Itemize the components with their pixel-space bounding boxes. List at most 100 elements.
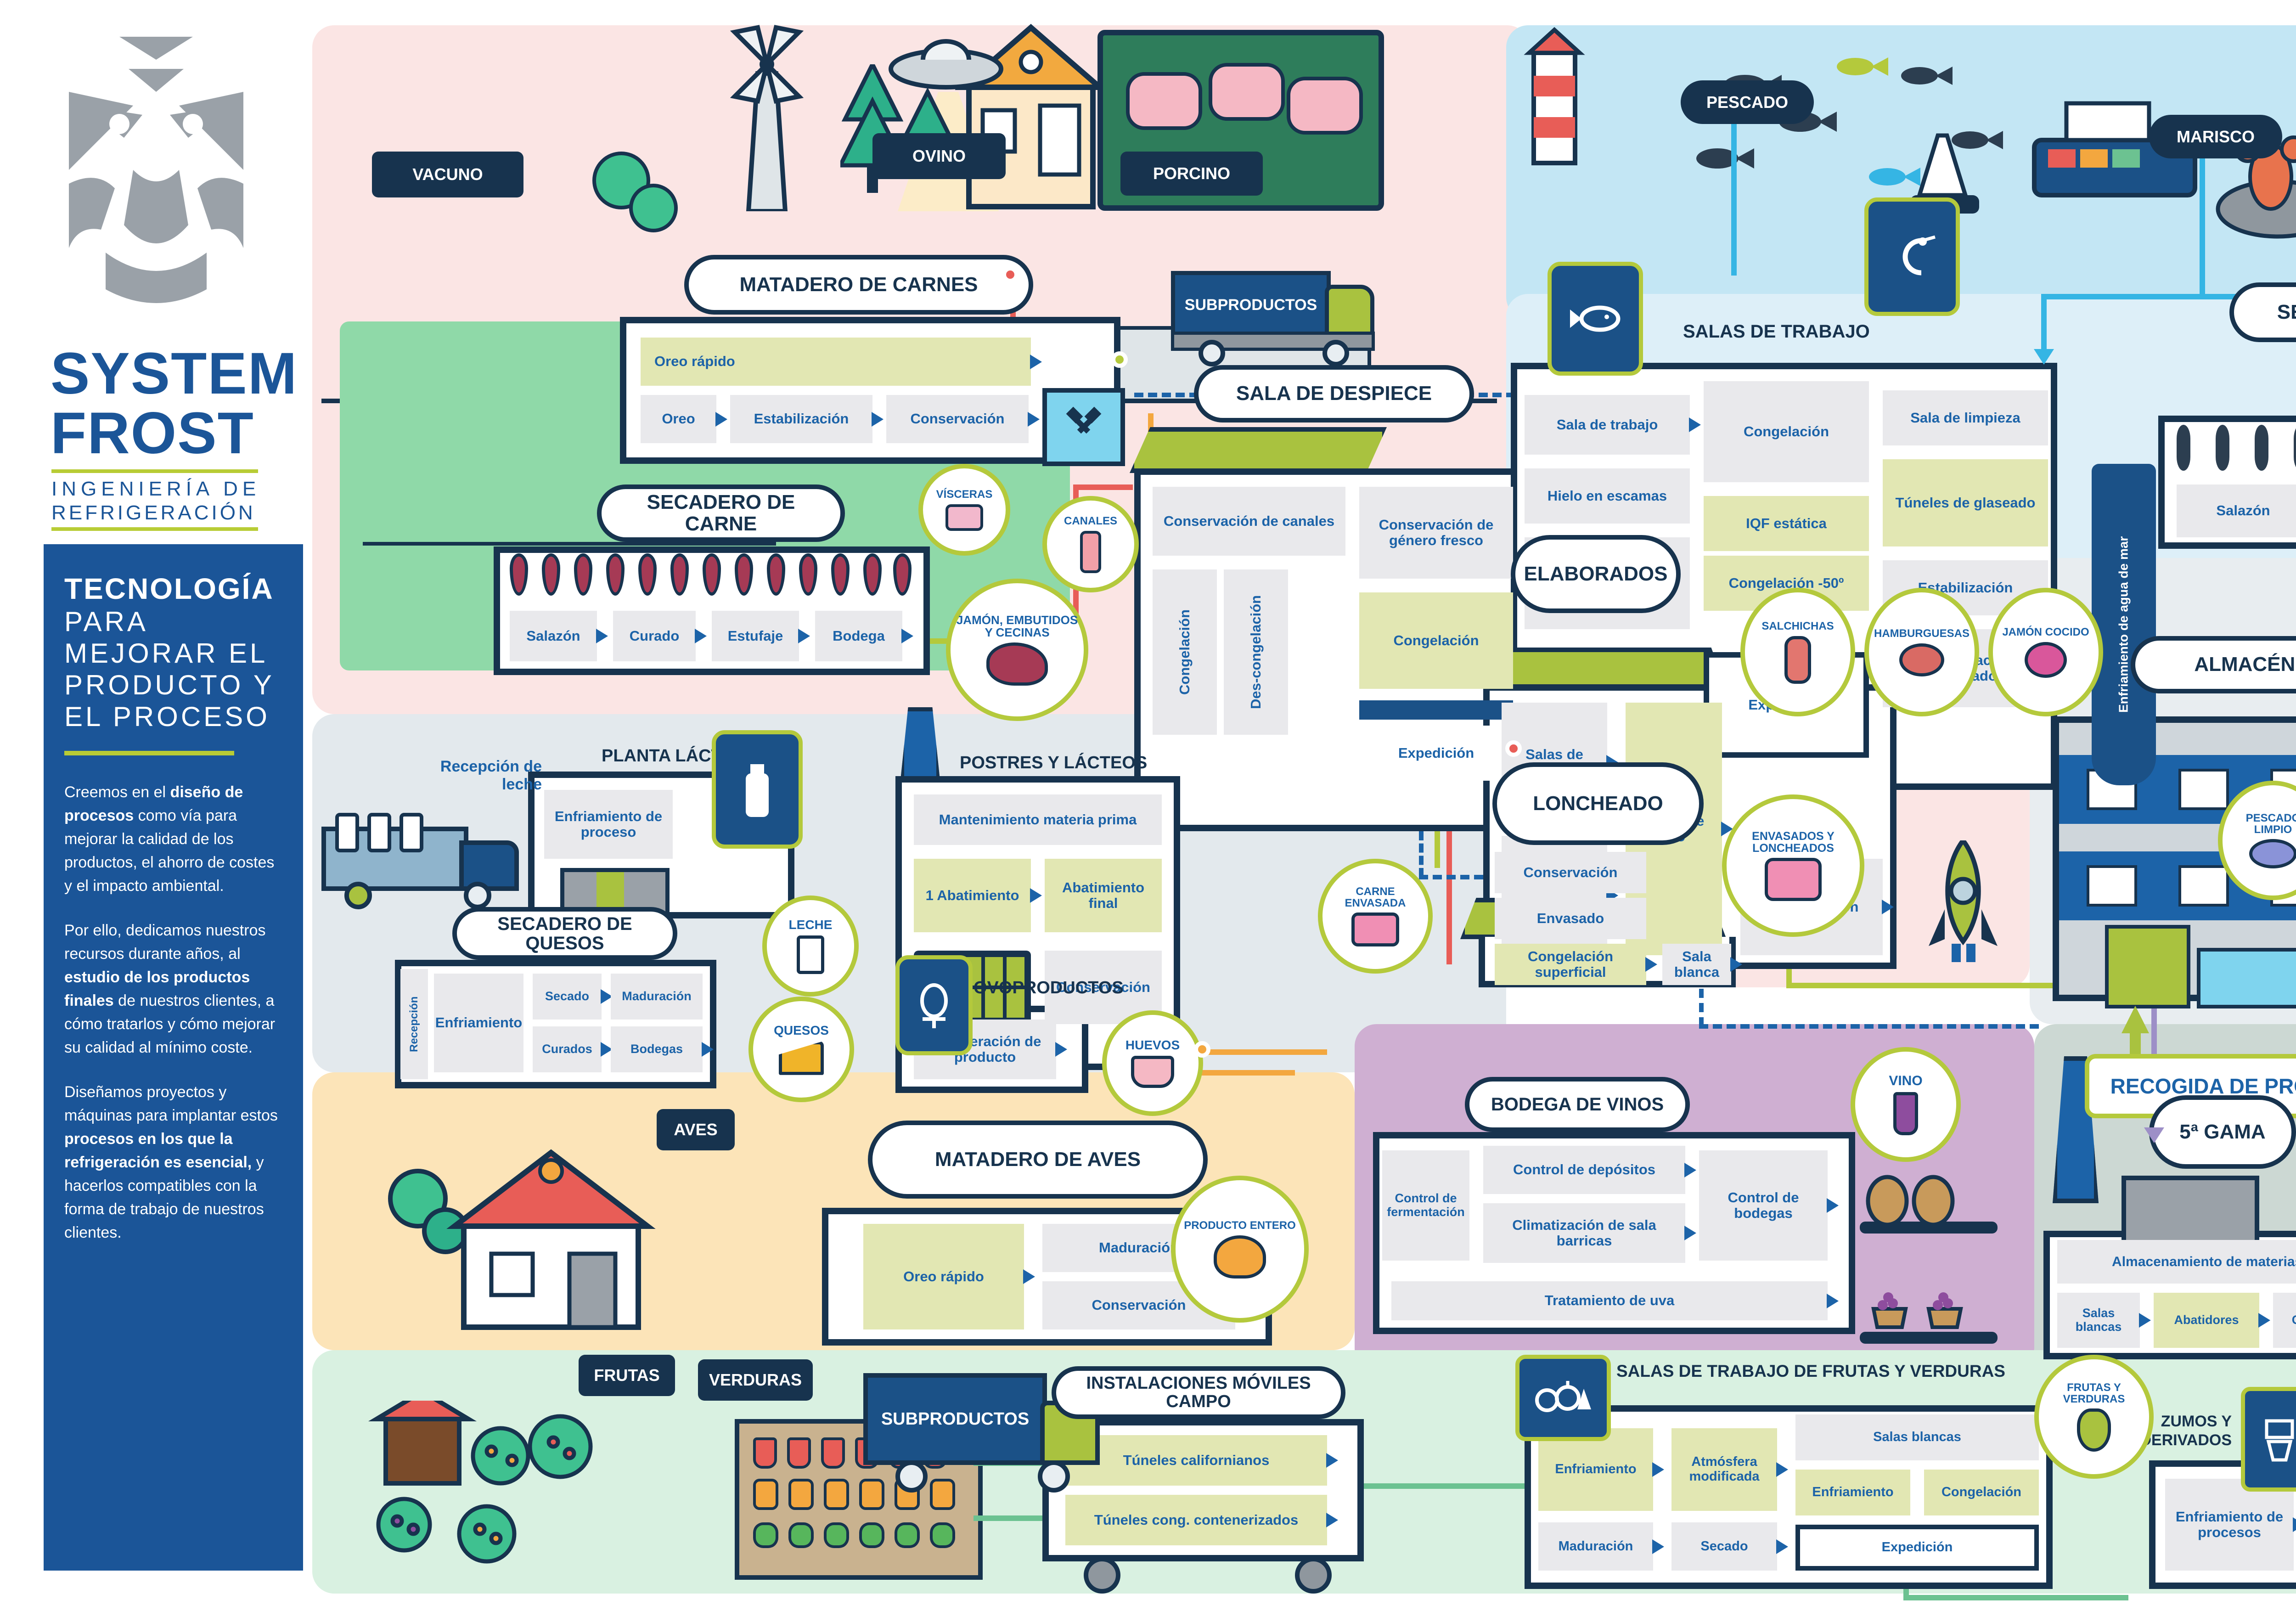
connector-arrow-purple — [2144, 1127, 2164, 1143]
egg-tile — [895, 955, 973, 1055]
step: Salazón — [2177, 484, 2296, 537]
badge-jamon: JAMÓN, EMBUTIDOS Y CECINAS — [946, 579, 1088, 721]
title-instalaciones: INSTALACIONES MÓVILES CAMPO — [1052, 1366, 1345, 1419]
panel-paragraph-3: Diseñamos proyectos y máquinas para impl… — [64, 1083, 278, 1241]
step-vertical: Recepción — [400, 969, 428, 1079]
step: Curados — [533, 1026, 613, 1072]
subproductos-truck: SUBPRODUCTOS — [1171, 271, 1387, 367]
step-vertical: Congelación — [1153, 569, 1217, 735]
barrels-conveyor — [1860, 1175, 1998, 1344]
step: Curado — [613, 611, 707, 661]
connector-dot-red — [1505, 740, 1522, 757]
leche-icon — [797, 935, 824, 974]
step: Control de fermentación — [1382, 1150, 1469, 1261]
label-recepcion-leche: Recepción de leche — [440, 758, 542, 794]
shrimp-icon-tile — [1864, 197, 1960, 316]
milk-truck-bed — [321, 813, 468, 891]
connector-orange — [1208, 1049, 1327, 1055]
title-secadero-quesos: SECADERO DE QUESOS — [452, 907, 677, 960]
sidebar-panel: TECNOLOGÍA PARA MEJORAR EL PRODUCTO Y EL… — [44, 544, 303, 1571]
vino-icon — [1893, 1092, 1918, 1135]
step: Conservación — [2273, 1293, 2296, 1348]
label-verduras: VERDURAS — [698, 1359, 813, 1401]
fruits-icon-tile — [1515, 1355, 1611, 1441]
window-row-cyan — [2197, 948, 2296, 1008]
jamon-cocido-icon — [2025, 642, 2067, 678]
sidebar: SYSTEM FROST INGENIERÍA DE REFRIGERACIÓN… — [0, 0, 312, 1611]
subproductos-label: SUBPRODUCTOS — [1184, 296, 1317, 314]
step: 1 Abatimiento — [914, 859, 1042, 932]
brand-name-1: SYSTEM — [51, 341, 298, 406]
gama5-machine — [2122, 1176, 2259, 1245]
brand-rule-bottom — [51, 527, 258, 531]
brand-tagline-2: REFRIGERACIÓN — [51, 501, 256, 524]
shrimp-icon — [1902, 235, 1936, 276]
route-dashed — [1419, 831, 1424, 877]
step: Túneles de glaseado — [1883, 459, 2048, 546]
title-bodega-vinos: BODEGA DE VINOS — [1465, 1077, 1690, 1132]
pescado-limpio-icon — [2249, 839, 2296, 869]
recogida-arrow — [2122, 1006, 2149, 1033]
step: Expedición — [1795, 1525, 2039, 1571]
badge-salchichas: SALCHICHAS — [1740, 588, 1855, 716]
milk-churn-tile — [712, 730, 803, 849]
title-matadero-carnes: MATADERO DE CARNES — [684, 255, 1033, 315]
heading-zumos-derivados: ZUMOS Y DERIVADOS — [2140, 1413, 2232, 1449]
carne-envasada-icon — [1351, 913, 1399, 947]
step: Conservación de canales — [1153, 487, 1345, 556]
step: Mantenimiento materia prima — [914, 794, 1162, 845]
step: Estabilización — [730, 395, 884, 443]
tree — [592, 152, 650, 209]
title-5gama: 5ª GAMA — [2149, 1095, 2296, 1169]
step: Hielo en escamas — [1525, 468, 1690, 524]
title-almacen-distribucion: ALMACÉN DE DISTRIBUCIÓN — [2131, 636, 2296, 693]
step: Almacenamiento de materias primas — [2057, 1240, 2296, 1284]
badge-leche: LECHE — [762, 896, 859, 997]
window-band — [2059, 851, 2296, 920]
step: Congelación superficial — [1495, 944, 1657, 985]
connector-cyan — [2041, 294, 2296, 299]
milk-truck — [321, 799, 523, 914]
step: Bodega — [815, 611, 913, 661]
step: Tratamiento de uva — [1391, 1281, 1839, 1320]
panel-paragraph-2: Por ello, dedicamos nuestros recursos du… — [64, 922, 276, 1056]
heading-salas-frutas: SALAS DE TRABAJO DE FRUTAS Y VERDURAS — [1616, 1362, 2005, 1380]
badge-visceras: VÍSCERAS — [918, 464, 1010, 556]
title-elaborados: ELABORADOS — [1511, 535, 1681, 613]
recogida-arrow-stem — [2130, 1029, 2141, 1056]
badge-hamburguesas: HAMBURGUESAS — [1864, 588, 1979, 716]
milk-churn-icon — [746, 764, 769, 817]
step: IQF estática — [1704, 496, 1869, 551]
despiece-band — [1359, 700, 1513, 720]
pig — [1209, 63, 1285, 121]
brand-tagline-1: INGENIERÍA DE — [51, 478, 261, 500]
panel-paragraph-1: Creemos en el diseño de procesos como ví… — [64, 783, 275, 895]
fish-icon-tile — [1548, 262, 1643, 376]
connector-arrow-cyan — [2034, 349, 2054, 365]
step: Túneles cong. contenerizados — [1065, 1495, 1338, 1545]
connector-red — [1073, 484, 1133, 490]
recogida-label: RECOGIDA DE PRODUCTOS — [2110, 1074, 2296, 1098]
step: Enfriamiento — [1795, 1470, 1910, 1515]
fish-icon — [1570, 305, 1621, 332]
tree — [629, 184, 678, 232]
quesos-icon — [779, 1041, 824, 1075]
aves-farm — [388, 1149, 656, 1330]
badge-envasados: ENVASADOS Y LONCHEADOS — [1722, 794, 1864, 937]
step: Oreo rápido — [863, 1224, 1035, 1329]
connector-olive — [1435, 831, 1440, 868]
hamburguesas-icon — [1899, 643, 1944, 676]
step: Enfriamiento de procesos — [2165, 1479, 2296, 1571]
label-porcino: PORCINO — [1120, 152, 1263, 196]
brand-name-2: FROST — [51, 400, 254, 466]
fruit-veg-icon — [1535, 1381, 1591, 1412]
panel-title-bold: TECNOLOGÍA — [64, 572, 274, 605]
fruit-orchard — [368, 1401, 593, 1564]
badge-carne-envasada: CARNE ENVASADA — [1318, 859, 1433, 974]
badge-producto-entero: PRODUCTO ENTERO — [1171, 1176, 1309, 1323]
windmill — [730, 25, 804, 211]
badge-vino: VINO — [1851, 1047, 1961, 1162]
label-vacuno: VACUNO — [372, 152, 523, 197]
step: Oreo — [641, 395, 727, 443]
